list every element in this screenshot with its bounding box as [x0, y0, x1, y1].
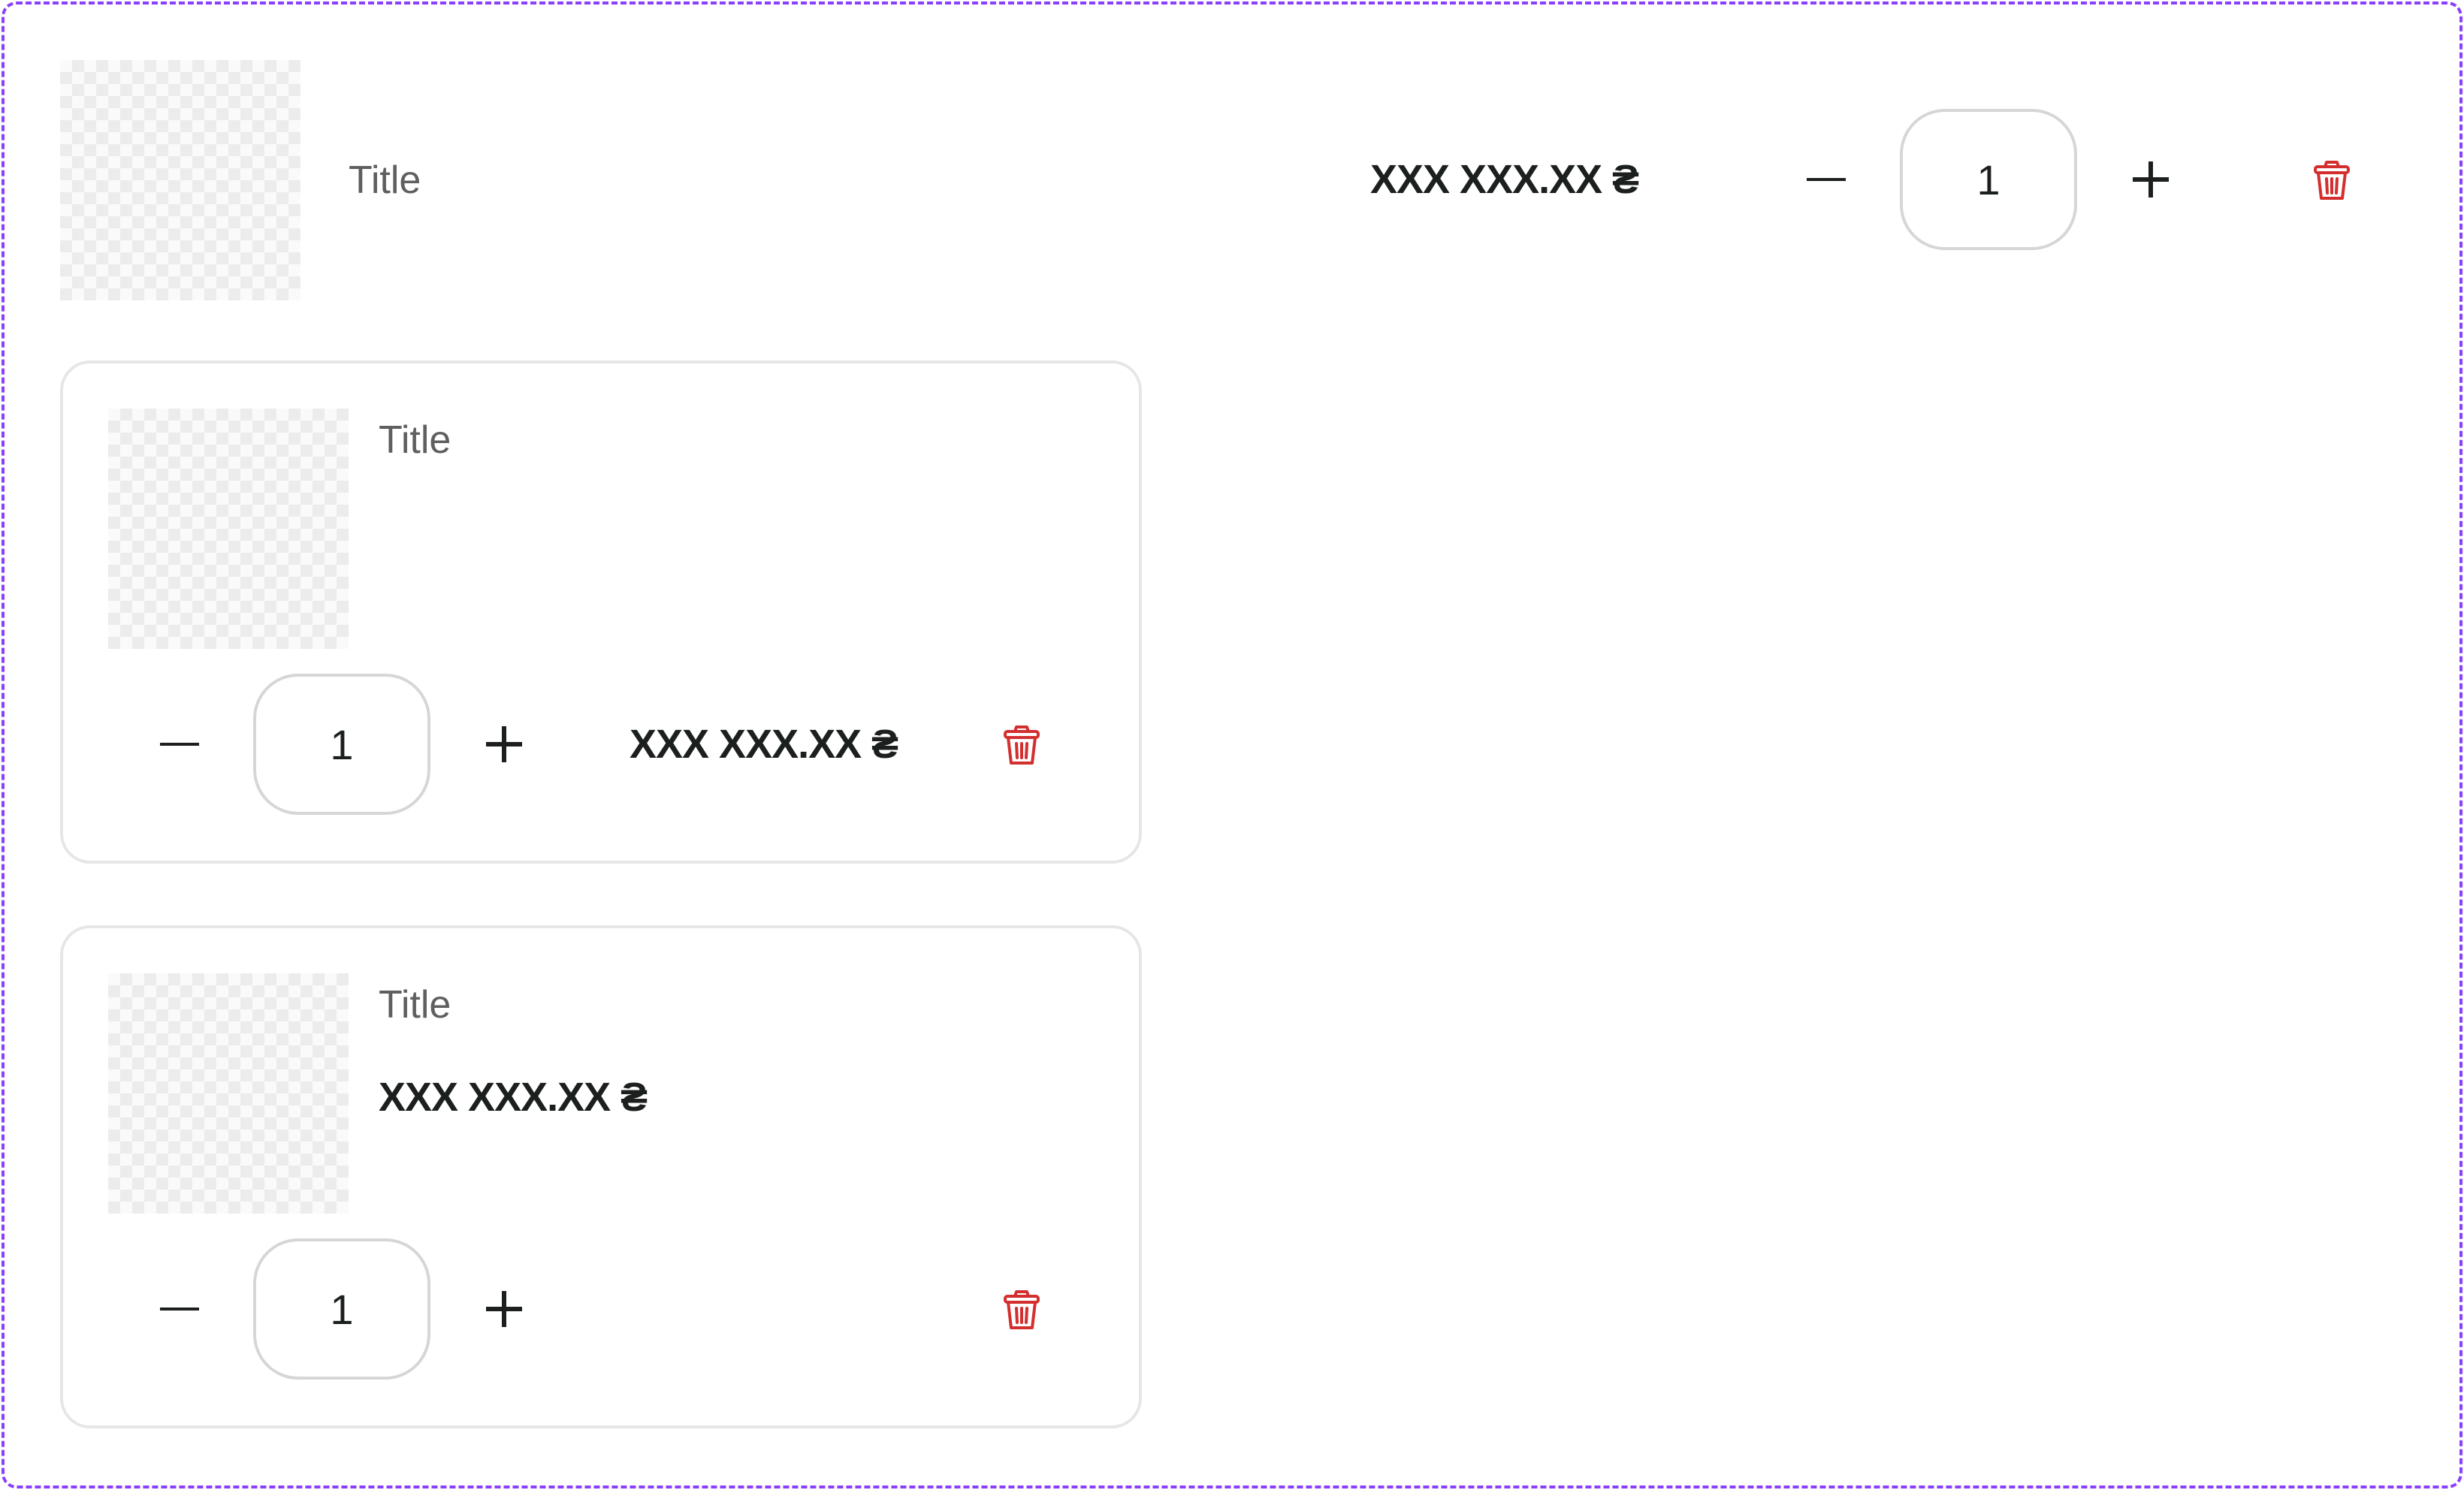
quantity-input[interactable]: 1 [253, 674, 430, 815]
quantity-input[interactable]: 1 [253, 1238, 430, 1380]
trash-icon [1004, 725, 1040, 765]
product-price: XXX XXX.XX ₴ [1370, 157, 1639, 202]
increment-button[interactable] [470, 710, 538, 778]
decrement-button[interactable] [146, 710, 213, 778]
minus-icon [1807, 178, 1846, 181]
trash-icon [1004, 1290, 1040, 1329]
delete-button[interactable] [999, 1286, 1044, 1334]
decrement-button[interactable] [1792, 146, 1860, 213]
increment-button[interactable] [2117, 146, 2185, 213]
product-title: Title [349, 158, 421, 202]
product-image-placeholder [108, 409, 349, 649]
product-price: XXX XXX.XX ₴ [630, 722, 898, 767]
increment-button[interactable] [470, 1275, 538, 1343]
product-image-placeholder [108, 973, 349, 1214]
product-title: Title [379, 983, 451, 1027]
quantity-input[interactable]: 1 [1900, 109, 2077, 250]
delete-button[interactable] [999, 721, 1044, 769]
minus-icon [160, 743, 199, 746]
delete-button[interactable] [2309, 156, 2354, 204]
decrement-button[interactable] [146, 1275, 213, 1343]
plus-icon [2133, 161, 2169, 198]
product-title: Title [379, 418, 451, 462]
product-price: XXX XXX.XX ₴ [379, 1075, 648, 1120]
plus-icon [486, 726, 522, 762]
plus-icon [486, 1291, 522, 1327]
minus-icon [160, 1308, 199, 1311]
product-image-placeholder [60, 60, 300, 300]
trash-icon [2314, 161, 2350, 200]
